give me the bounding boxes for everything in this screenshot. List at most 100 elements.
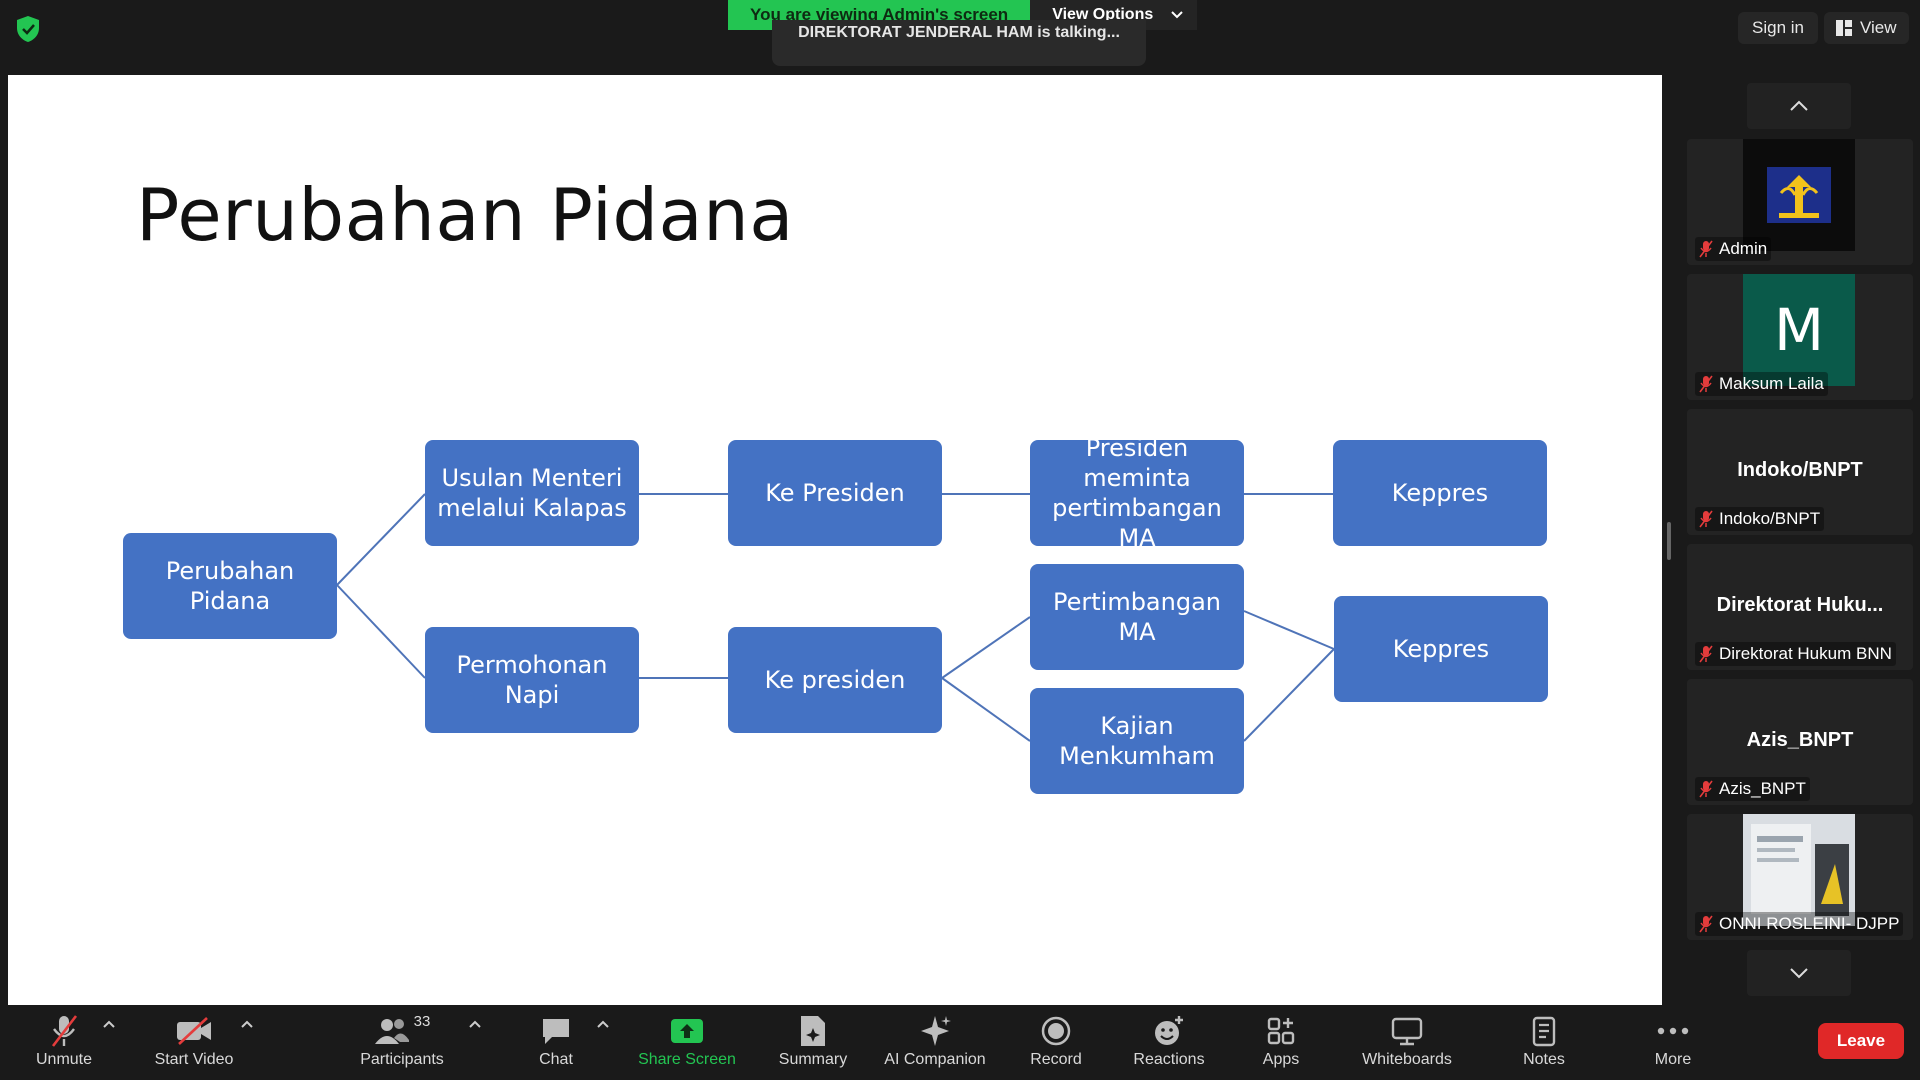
box-presiden-meminta: Presiden meminta pertimbangan MA: [1030, 434, 1244, 552]
gallery-scroll-down-button[interactable]: [1747, 950, 1851, 996]
box-pertimbangan-ma: Pertimbangan MA: [1030, 564, 1244, 670]
flowchart-connectors: [336, 493, 1335, 742]
start-video-label: Start Video: [154, 1051, 234, 1068]
avatar-letter: M: [1773, 296, 1825, 364]
notes-icon: [1532, 1016, 1556, 1047]
apps-label: Apps: [1262, 1051, 1300, 1068]
kemenkumham-logo: [1743, 139, 1855, 251]
participant-tile-indoko-bnpt[interactable]: Indoko/BNPT Indoko/BNPT: [1687, 409, 1913, 535]
whiteboards-label: Whiteboards: [1362, 1051, 1452, 1068]
reactions-button[interactable]: Reactions: [1109, 1013, 1229, 1069]
participant-display-name: Azis_BNPT: [1746, 729, 1854, 751]
participant-tile-direktorat-hukum-bnn[interactable]: Direktorat Huku... Direktorat Hukum BNN: [1687, 544, 1913, 670]
mic-off-icon: [1699, 780, 1713, 798]
slide-title: Perubahan Pidana: [136, 173, 794, 257]
chat-label: Chat: [539, 1051, 573, 1068]
box-ke-presiden-bottom: Ke presiden: [728, 627, 942, 733]
box-keppres-top: Keppres: [1333, 440, 1547, 546]
active-speaker-indicator: DIREKTORAT JENDERAL HAM is talking...: [772, 20, 1146, 66]
notes-button[interactable]: Notes: [1484, 1013, 1604, 1069]
chat-icon: [543, 1019, 569, 1044]
grid-view-icon: [1836, 20, 1852, 36]
mic-off-icon: [1699, 915, 1713, 933]
video-off-icon: [177, 1017, 211, 1045]
participants-button[interactable]: 33 Participants: [342, 1013, 462, 1069]
box-keppres-bottom: Keppres: [1334, 596, 1548, 702]
chat-button[interactable]: Chat: [496, 1013, 616, 1069]
ai-companion-label: AI Companion: [884, 1051, 986, 1068]
more-dots-icon: [1657, 1027, 1689, 1035]
apps-icon: [1267, 1017, 1295, 1045]
share-screen-label: Share Screen: [638, 1051, 736, 1068]
participant-label: Admin: [1695, 237, 1772, 261]
box-permohonan-napi: Permohonan Napi: [425, 627, 639, 733]
gallery-resize-handle[interactable]: [1667, 522, 1671, 560]
participant-name: Admin: [1719, 239, 1768, 258]
leave-button[interactable]: Leave: [1818, 1023, 1904, 1059]
summary-button[interactable]: Summary: [753, 1013, 873, 1069]
video-options-caret-icon[interactable]: [240, 1019, 254, 1029]
more-button[interactable]: More: [1613, 1013, 1733, 1069]
view-options-label: View Options: [1052, 6, 1154, 23]
participant-name: Maksum Laila: [1719, 374, 1824, 393]
start-video-button[interactable]: Start Video: [134, 1013, 254, 1069]
shield-icon[interactable]: [15, 15, 41, 43]
participant-tile-azis-bnpt[interactable]: Azis_BNPT Azis_BNPT: [1687, 679, 1913, 805]
participant-tile-onni-rosleini[interactable]: ONNI ROSLEINI- DJPP: [1687, 814, 1913, 940]
participants-label: Participants: [360, 1051, 444, 1068]
notes-label: Notes: [1523, 1051, 1565, 1068]
participants-options-caret-icon[interactable]: [468, 1019, 482, 1029]
summary-label: Summary: [778, 1051, 848, 1068]
participant-label: Maksum Laila: [1695, 372, 1828, 396]
unmute-label: Unmute: [35, 1051, 93, 1068]
chevron-up-icon: [1790, 100, 1808, 111]
chevron-down-icon: [1171, 11, 1183, 19]
ai-companion-button[interactable]: AI Companion: [875, 1013, 995, 1069]
box-ke-presiden-top: Ke Presiden: [728, 440, 942, 546]
sign-in-button[interactable]: Sign in: [1738, 12, 1818, 44]
box-usulan-menteri: Usulan Menteri melalui Kalapas: [425, 440, 639, 546]
mic-off-icon: [1699, 375, 1713, 393]
whiteboard-icon: [1391, 1017, 1423, 1046]
mic-off-icon: [1699, 240, 1713, 258]
view-button[interactable]: View: [1824, 12, 1909, 44]
record-button[interactable]: Record: [996, 1013, 1116, 1069]
top-bar: You are viewing Admin's screen View Opti…: [0, 0, 1920, 74]
apps-button[interactable]: Apps: [1221, 1013, 1341, 1069]
participant-name: Direktorat Hukum BNN: [1719, 644, 1892, 663]
whiteboards-button[interactable]: Whiteboards: [1347, 1013, 1467, 1069]
participant-display-name: Indoko/BNPT: [1737, 459, 1863, 481]
share-screen-button[interactable]: Share Screen: [627, 1013, 747, 1069]
audio-options-caret-icon[interactable]: [102, 1019, 116, 1029]
gallery-scroll-up-button[interactable]: [1747, 83, 1851, 129]
participant-tile-maksum-laila[interactable]: M Maksum Laila: [1687, 274, 1913, 400]
share-screen-icon: [671, 1019, 703, 1043]
participant-label: Direktorat Hukum BNN: [1695, 642, 1896, 666]
mic-muted-icon: [51, 1015, 78, 1047]
view-label: View: [1860, 18, 1897, 37]
chat-options-caret-icon[interactable]: [596, 1019, 610, 1029]
participant-tile-admin[interactable]: Admin: [1687, 139, 1913, 265]
mic-off-icon: [1699, 645, 1713, 663]
participant-name: Indoko/BNPT: [1719, 509, 1821, 528]
participant-video-thumbnail: [1743, 814, 1855, 926]
record-icon: [1041, 1016, 1071, 1046]
participant-gallery: Admin M Maksum Laila Indoko/BNPT Indoko/…: [1684, 75, 1920, 1005]
participant-label: Azis_BNPT: [1695, 777, 1810, 801]
mic-off-icon: [1699, 510, 1713, 528]
participant-label: ONNI ROSLEINI- DJPP: [1695, 912, 1904, 936]
reactions-icon: [1155, 1016, 1183, 1045]
box-kajian-menkumham: Kajian Menkumham: [1030, 688, 1244, 794]
box-perubahan-pidana: Perubahan Pidana: [123, 533, 337, 639]
unmute-button[interactable]: Unmute: [4, 1013, 124, 1069]
participants-icon: [374, 1019, 409, 1044]
ai-sparkle-icon: [921, 1016, 951, 1046]
participant-display-name: Direktorat Huku...: [1716, 594, 1884, 616]
participants-count: 33: [413, 1013, 431, 1030]
summary-icon: [801, 1016, 825, 1046]
meeting-toolbar: Unmute Start Video 33 Participants Chat …: [0, 1005, 1920, 1080]
chevron-down-icon: [1790, 968, 1808, 979]
shared-screen-slide[interactable]: Perubahan Pidana Perubahan Pidana Usulan…: [8, 75, 1662, 1005]
avatar: M: [1743, 274, 1855, 386]
reactions-label: Reactions: [1133, 1051, 1205, 1068]
